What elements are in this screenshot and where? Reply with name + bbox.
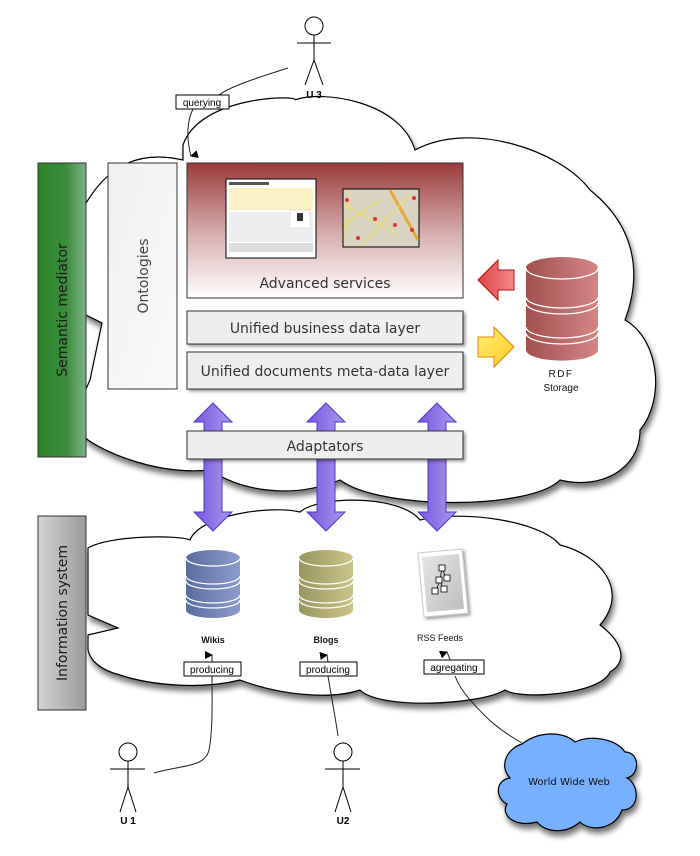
world-wide-web-cloud: World Wide Web (497, 733, 638, 832)
rdf-storage-label-line1: RDF (548, 369, 573, 380)
u1-producing-connector (153, 675, 213, 774)
blogs-adaptor-arrow (305, 402, 347, 532)
world-wide-web-text: World Wide Web (528, 777, 610, 788)
wikis-producing-text: producing (190, 665, 234, 676)
querying-to-services-arrow (187, 108, 199, 159)
ontologies-box: Ontologies (107, 162, 178, 390)
blogs-producing-tag: producing (299, 661, 358, 677)
wikis-producing-tag: producing (183, 661, 242, 677)
rdf-to-services-arrow (477, 258, 515, 302)
actor-u1-icon (110, 742, 145, 813)
rss-agregating-text: agregating (430, 663, 477, 674)
semantic-mediator-text: Semantic mediator (55, 243, 71, 377)
www-agregating-connector (454, 675, 523, 744)
adaptators-text: Adaptators (287, 439, 364, 455)
blogs-producing-text: producing (306, 665, 350, 676)
rss-agregating-tag: agregating (423, 659, 485, 675)
blogs-database-icon (298, 550, 354, 618)
querying-text: querying (183, 98, 221, 109)
adaptor-arrows (192, 402, 458, 532)
business-data-layer: Unified business data layer (186, 310, 464, 345)
advanced-services-box: Advanced services (186, 162, 464, 299)
actor-u2-label: U2 (337, 816, 350, 827)
rss-feed-document-icon (417, 548, 469, 618)
semantic-mediator-label: Semantic mediator (37, 162, 87, 458)
advanced-services-text: Advanced services (259, 276, 390, 292)
services-screenshot-thumbnail (225, 178, 317, 259)
information-system-label: Information system (37, 515, 87, 711)
information-system-text: Information system (55, 545, 71, 681)
documents-metadata-layer-text: Unified documents meta-data layer (201, 364, 450, 380)
map-thumbnail (342, 188, 420, 248)
rdf-storage-label-line2: Storage (543, 383, 578, 394)
wikis-adaptor-arrow (192, 402, 234, 532)
ontologies-text: Ontologies (136, 238, 152, 313)
business-data-layer-text: Unified business data layer (230, 321, 421, 337)
wikis-label: Wikis (201, 635, 224, 645)
layers-to-rdf-arrow (477, 325, 515, 369)
rss-adaptor-arrow (416, 402, 458, 532)
actor-u3-icon (297, 16, 331, 86)
actor-u3-label: U 3 (306, 90, 322, 101)
documents-metadata-layer: Unified documents meta-data layer (186, 351, 464, 390)
querying-tag: querying (175, 94, 230, 110)
rdf-storage-database-icon (525, 257, 599, 361)
rss-feeds-label: RSS Feeds (417, 633, 464, 643)
adaptators-box: Adaptators (186, 430, 464, 460)
wikis-database-icon (185, 550, 241, 618)
actor-u1-label: U 1 (120, 816, 136, 827)
u2-producing-connector (327, 675, 339, 737)
producing-to-blogs-arrow (319, 652, 329, 663)
actor-u2-icon (325, 742, 360, 813)
blogs-label: Blogs (313, 635, 338, 645)
